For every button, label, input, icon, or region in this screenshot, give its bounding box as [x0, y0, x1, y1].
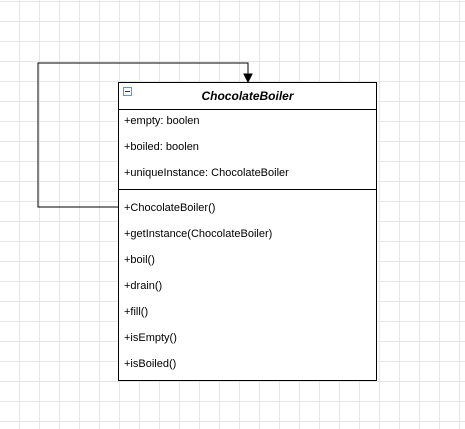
operation-get-instance[interactable]: +getInstance(ChocolateBoiler): [124, 228, 273, 240]
class-header[interactable]: ChocolateBoiler: [119, 83, 376, 110]
attribute-empty[interactable]: +empty: boolen: [124, 115, 200, 127]
collapse-icon[interactable]: [123, 87, 132, 96]
operations-compartment[interactable]: +ChocolateBoiler() +getInstance(Chocolat…: [119, 190, 376, 381]
class-name: ChocolateBoiler: [201, 89, 294, 103]
operation-is-boiled[interactable]: +isBoiled(): [124, 358, 177, 370]
operation-drain[interactable]: +drain(): [124, 280, 163, 292]
attribute-boiled[interactable]: +boiled: boolen: [124, 141, 199, 153]
connector-arrowhead: [243, 73, 253, 84]
uml-class-box[interactable]: ChocolateBoiler +empty: boolen +boiled: …: [118, 82, 377, 381]
connector-line: [37, 62, 249, 208]
operation-boil[interactable]: +boil(): [124, 254, 155, 266]
operation-is-empty[interactable]: +isEmpty(): [124, 332, 177, 344]
attribute-unique-instance[interactable]: +uniqueInstance: ChocolateBoiler: [124, 167, 289, 179]
attributes-compartment[interactable]: +empty: boolen +boiled: boolen +uniqueIn…: [119, 110, 376, 190]
operation-fill[interactable]: +fill(): [124, 306, 149, 318]
operation-constructor[interactable]: +ChocolateBoiler(): [124, 202, 216, 214]
